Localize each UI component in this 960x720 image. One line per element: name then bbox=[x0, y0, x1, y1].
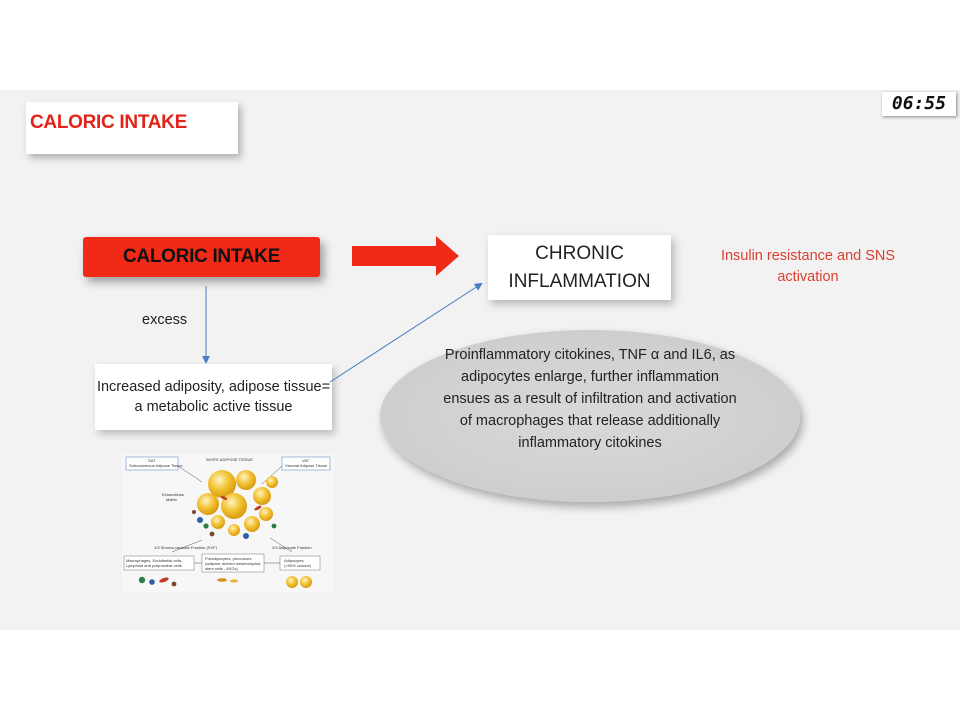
sat-label: SAT bbox=[148, 458, 156, 463]
svf-label: 1/3 Stroma-vascular Fraction (SVF) bbox=[154, 545, 218, 550]
proinflammatory-text: Proinflammatory citokines, TNF α and IL6… bbox=[443, 347, 737, 451]
svf-pointer-line bbox=[171, 539, 203, 553]
stromal-cells bbox=[192, 496, 277, 539]
red-arrow-icon bbox=[352, 236, 459, 276]
chronic-inflammation-line-2: INFLAMMATION bbox=[508, 270, 651, 292]
figure-title: WHITE ADIPOSE TISSUE bbox=[206, 457, 253, 462]
cells-left-line-1: Macrophages, Endothelial cells, bbox=[126, 558, 182, 563]
adiposity-text: Increased adiposity, adipose tissue= a m… bbox=[96, 379, 331, 415]
adipose-tissue-illustration: WHITE ADIPOSE TISSUE SAT Subcutaneous Ad… bbox=[123, 456, 331, 588]
chronic-inflammation-line-1: CHRONIC bbox=[535, 242, 624, 264]
slide-title-box bbox=[26, 102, 238, 154]
sat-box bbox=[125, 456, 179, 471]
sat-caption: Subcutaneous Adipose Tissue bbox=[129, 463, 183, 468]
matrix-label: Matrix bbox=[166, 497, 177, 502]
cells-mid-line-1: Preadipocytes, precursors bbox=[205, 556, 251, 561]
cell-examples bbox=[138, 576, 312, 588]
vat-caption: Visceral Adipose Tissue bbox=[285, 463, 328, 468]
adipocyte-pointer-line bbox=[269, 537, 293, 553]
chronic-inflammation-box: CHRONIC INFLAMMATION bbox=[488, 235, 671, 300]
caloric-intake-label: CALORIC INTAKE bbox=[123, 246, 280, 267]
caloric-intake-box: CALORIC INTAKE bbox=[83, 237, 320, 277]
connector-overlay bbox=[202, 236, 483, 383]
insulin-resistance-note: Insulin resistance and SNS activation bbox=[720, 248, 896, 285]
cells-left-line-2: Lymphoid and polynuclear cells bbox=[126, 563, 182, 568]
vat-label: VAT bbox=[302, 458, 310, 463]
adiposity-box: Increased adiposity, adipose tissue= a m… bbox=[95, 364, 332, 430]
cells-mid-line-3: stem cells - ASCs) bbox=[205, 566, 238, 571]
cells-right-line-2: (>90% volume) bbox=[284, 563, 312, 568]
proinflammatory-ellipse bbox=[380, 330, 800, 502]
excess-label: excess bbox=[142, 312, 188, 328]
slide-title: CALORIC INTAKE bbox=[30, 112, 187, 133]
slide-canvas: CALORIC INTAKE 06:55 CALORIC INTAKE CHRO… bbox=[0, 90, 960, 630]
inflammation-connector-arrow bbox=[329, 282, 483, 383]
extracellular-label: Extracellular bbox=[162, 492, 185, 497]
adipocyte-fraction-label: 2/3 Adipocyte Fraction bbox=[272, 545, 312, 550]
adipocyte-cluster bbox=[197, 470, 278, 536]
vat-box bbox=[281, 456, 331, 471]
cells-mid-line-2: (adipose derived mesenchymal bbox=[205, 561, 260, 566]
sat-pointer-line bbox=[177, 465, 203, 483]
adipose-tissue-figure: WHITE ADIPOSE TISSUE SAT Subcutaneous Ad… bbox=[122, 454, 334, 592]
vat-pointer-line bbox=[261, 465, 283, 485]
timer-display: 06:55 bbox=[882, 92, 956, 116]
cells-right-line-1: Adipocytes bbox=[284, 558, 304, 563]
